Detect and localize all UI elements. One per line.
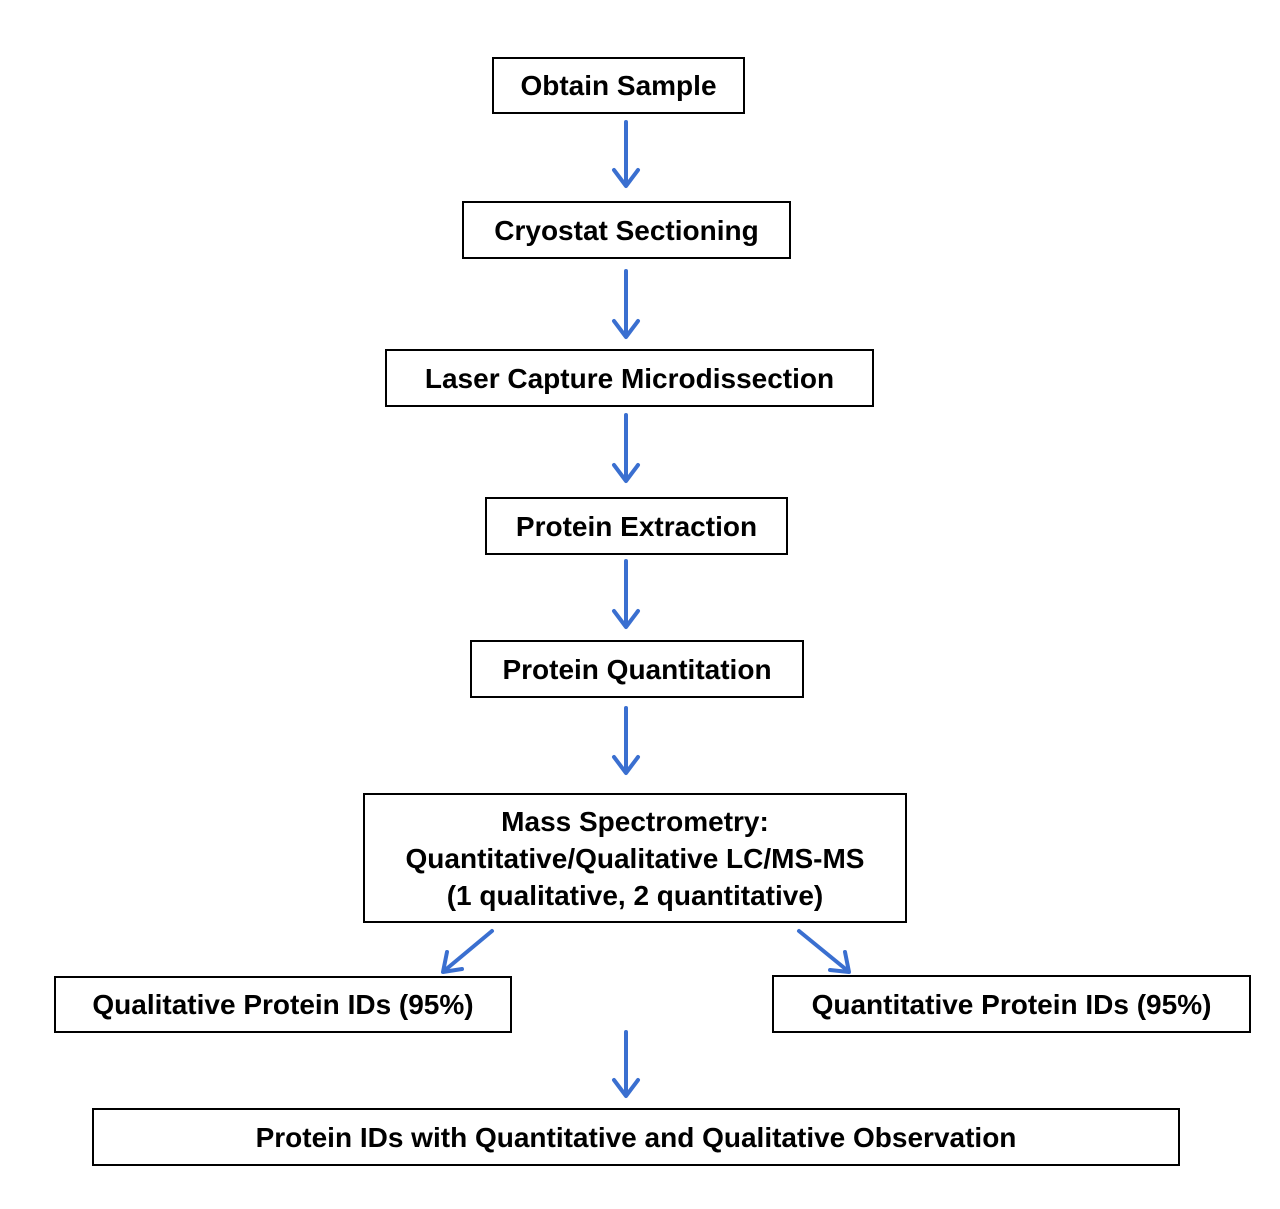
laser-capture-label: Laser Capture Microdissection — [424, 362, 835, 394]
cryostat-sectioning-box: Cryostat Sectioning — [462, 201, 791, 259]
quantitative-ids-label: Quantitative Protein IDs (95%) — [811, 988, 1212, 1020]
protein-extraction-label: Protein Extraction — [515, 510, 758, 542]
mass-spectrometry-box: Mass Spectrometry: Quantitative/Qualitat… — [363, 793, 907, 923]
obtain-sample-label: Obtain Sample — [520, 70, 717, 101]
arrow-ids-to-combined — [612, 1030, 640, 1098]
protein-quantitation-label: Protein Quantitation — [502, 653, 772, 685]
arrow-massspec-to-quantitative — [797, 929, 851, 974]
qualitative-ids-label: Qualitative Protein IDs (95%) — [92, 989, 474, 1020]
mass-spec-runs: (1 qualitative, 2 quantitative) — [446, 879, 824, 911]
arrow-laser-to-extraction — [612, 413, 640, 483]
combined-ids-label: Protein IDs with Quantitative and Qualit… — [255, 1121, 1017, 1153]
laser-capture-box: Laser Capture Microdissection — [385, 349, 874, 407]
cryostat-sectioning-label: Cryostat Sectioning — [494, 214, 759, 246]
arrow-massspec-to-qualitative — [441, 929, 494, 974]
protein-extraction-box: Protein Extraction — [485, 497, 788, 555]
arrow-obtain-to-cryostat — [612, 120, 640, 188]
combined-ids-box: Protein IDs with Quantitative and Qualit… — [92, 1108, 1180, 1166]
obtain-sample-box: Obtain Sample — [492, 57, 745, 114]
arrow-extraction-to-quantitation — [612, 559, 640, 629]
quantitative-ids-box: Quantitative Protein IDs (95%) — [772, 975, 1251, 1033]
mass-spec-title: Mass Spectrometry: — [501, 805, 769, 837]
arrow-quantitation-to-massspec — [612, 706, 640, 775]
arrow-cryostat-to-laser — [612, 269, 640, 339]
qualitative-ids-box: Qualitative Protein IDs (95%) — [54, 976, 512, 1033]
protein-quantitation-box: Protein Quantitation — [470, 640, 804, 698]
mass-spec-method: Quantitative/Qualitative LC/MS-MS — [405, 842, 865, 874]
